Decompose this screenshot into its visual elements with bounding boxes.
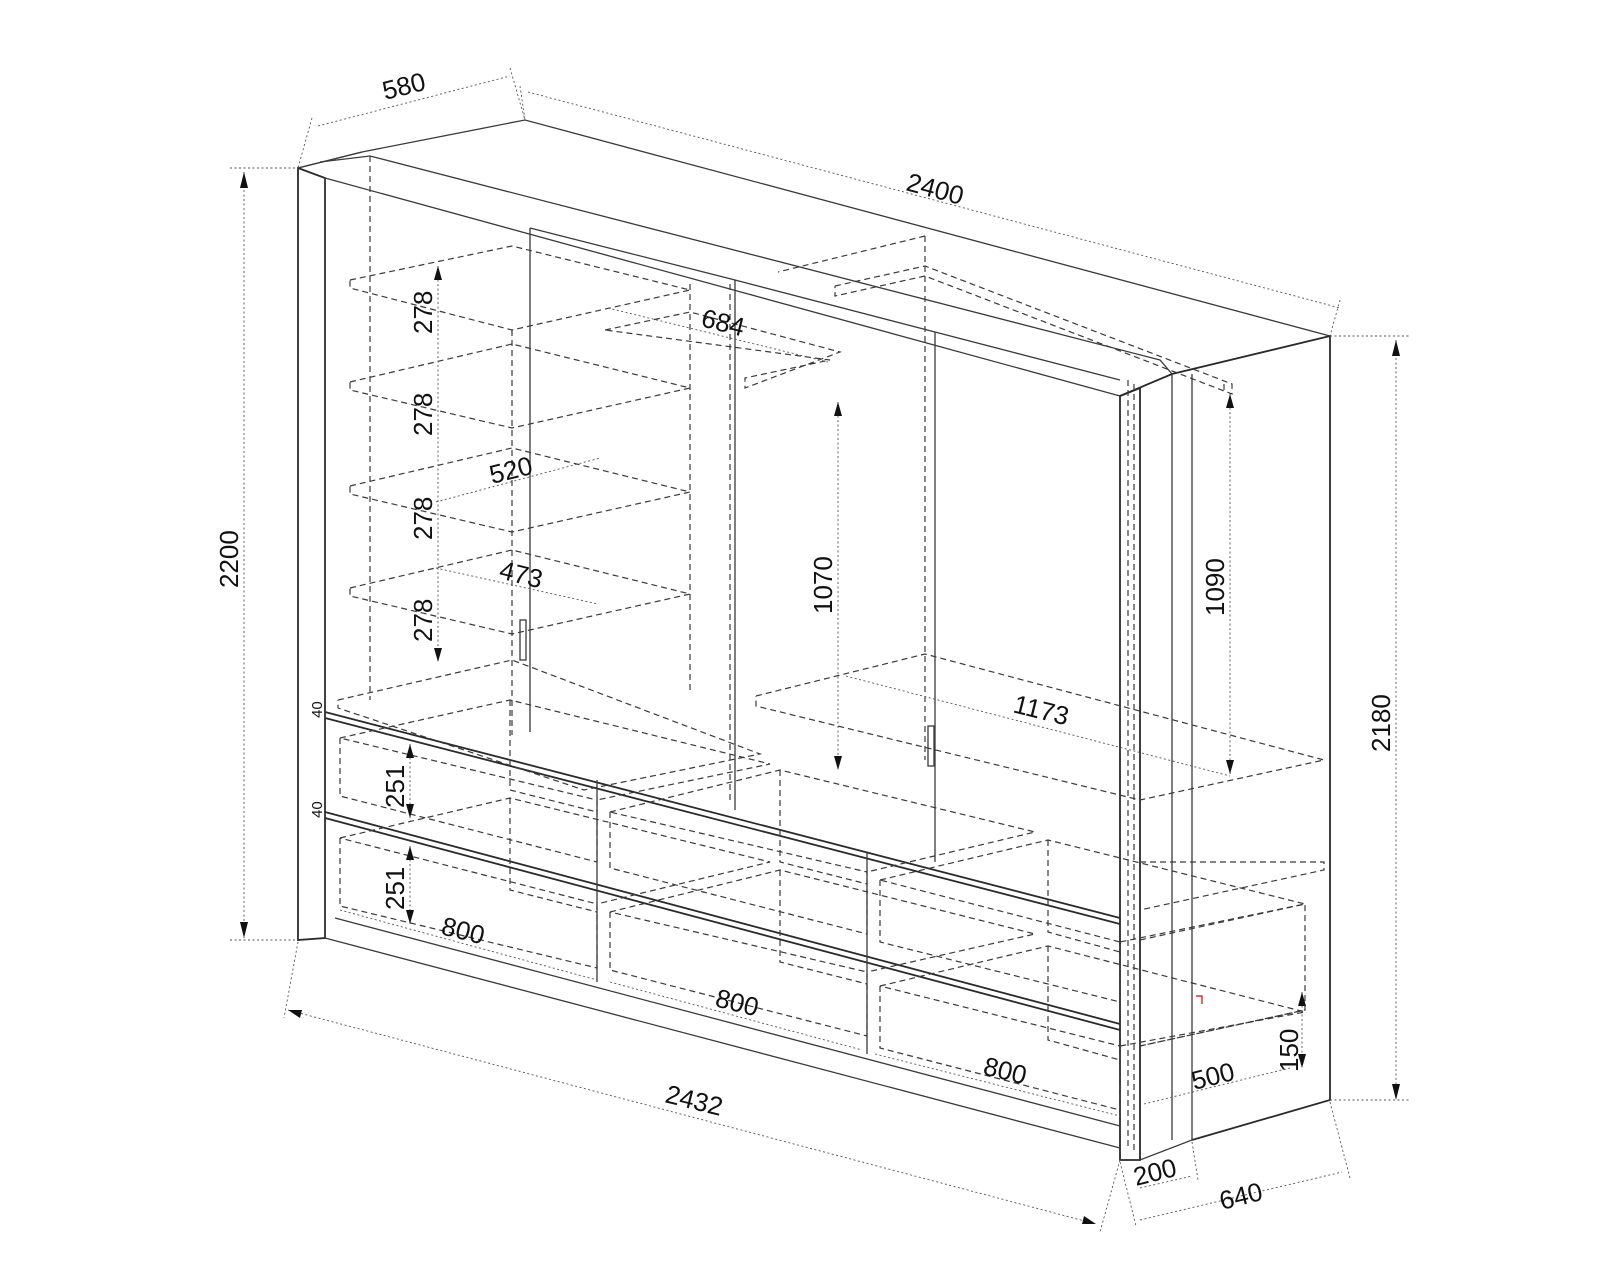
dim-side-drawer-height: 150 bbox=[1274, 1029, 1304, 1072]
dim-drawer-width-1: 800 bbox=[439, 911, 488, 951]
dim-gap-1: 40 bbox=[309, 701, 326, 718]
dim-shelf-gap-1: 278 bbox=[408, 291, 438, 334]
dim-inner-width-right: 1173 bbox=[1011, 689, 1073, 732]
dim-rail-width: 684 bbox=[699, 303, 748, 343]
dim-hanging-height-right: 1090 bbox=[1200, 558, 1230, 616]
dim-bottom-width: 2432 bbox=[663, 1079, 726, 1122]
dim-height-left: 2200 bbox=[214, 530, 244, 588]
hidden-drawer-boxes bbox=[339, 699, 1306, 1111]
dim-shelf-gap-2: 278 bbox=[408, 393, 438, 436]
dim-total-depth: 640 bbox=[1216, 1176, 1265, 1216]
dim-height-right: 2180 bbox=[1366, 694, 1396, 752]
dimension-labels: 580 2400 2200 2180 278 278 278 278 684 5… bbox=[214, 66, 1396, 1216]
sliding-doors bbox=[519, 227, 1121, 862]
dim-drawer-width-2: 800 bbox=[713, 983, 762, 1023]
dim-top-depth: 580 bbox=[379, 66, 428, 106]
dim-side-drawer-depth: 500 bbox=[1188, 1056, 1237, 1096]
dim-shelf-depth-upper: 520 bbox=[486, 450, 535, 490]
dim-shelf-gap-4: 278 bbox=[408, 599, 438, 642]
dim-top-width: 2400 bbox=[903, 167, 967, 211]
wardrobe-outline bbox=[297, 119, 1331, 1161]
dim-drawer-height-2: 251 bbox=[380, 867, 410, 910]
dim-hanging-height-mid: 1070 bbox=[808, 556, 838, 614]
dim-gap-2: 40 bbox=[309, 801, 326, 818]
dim-shelf-depth-lower: 473 bbox=[497, 555, 546, 595]
hidden-verticals bbox=[369, 156, 1225, 1150]
red-mark bbox=[1196, 995, 1203, 1004]
dim-drawer-width-3: 800 bbox=[981, 1051, 1030, 1091]
hidden-rails bbox=[604, 265, 1325, 911]
dim-shelf-gap-3: 278 bbox=[408, 497, 438, 540]
dim-plinth-depth: 200 bbox=[1130, 1152, 1179, 1192]
dimension-lines bbox=[230, 67, 1410, 1233]
dim-drawer-height-1: 251 bbox=[380, 765, 410, 808]
hidden-left-shelves bbox=[337, 245, 763, 791]
dimension-arrows bbox=[240, 172, 1400, 1224]
